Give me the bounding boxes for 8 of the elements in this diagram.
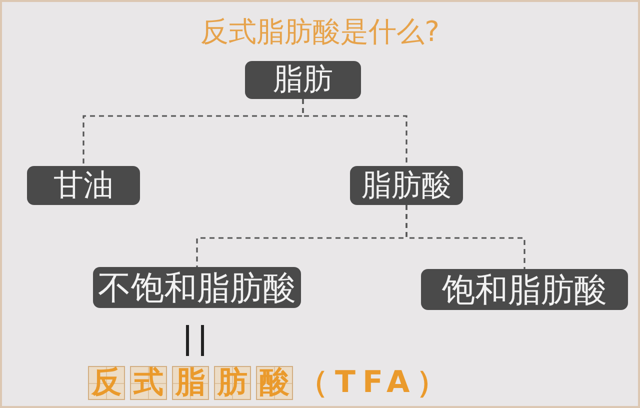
category-box: 饱和脂肪酸 [421, 269, 628, 310]
category-box: 脂肪酸 [350, 166, 463, 205]
category-box: 甘油 [27, 166, 140, 205]
highlighted-term: 反式脂肪酸（TFA） [88, 366, 454, 400]
category-box: 不饱和脂肪酸 [93, 267, 301, 308]
category-box: 脂肪 [245, 61, 361, 99]
connector-line [406, 205, 526, 269]
title: 反式脂肪酸是什么? [200, 18, 440, 46]
